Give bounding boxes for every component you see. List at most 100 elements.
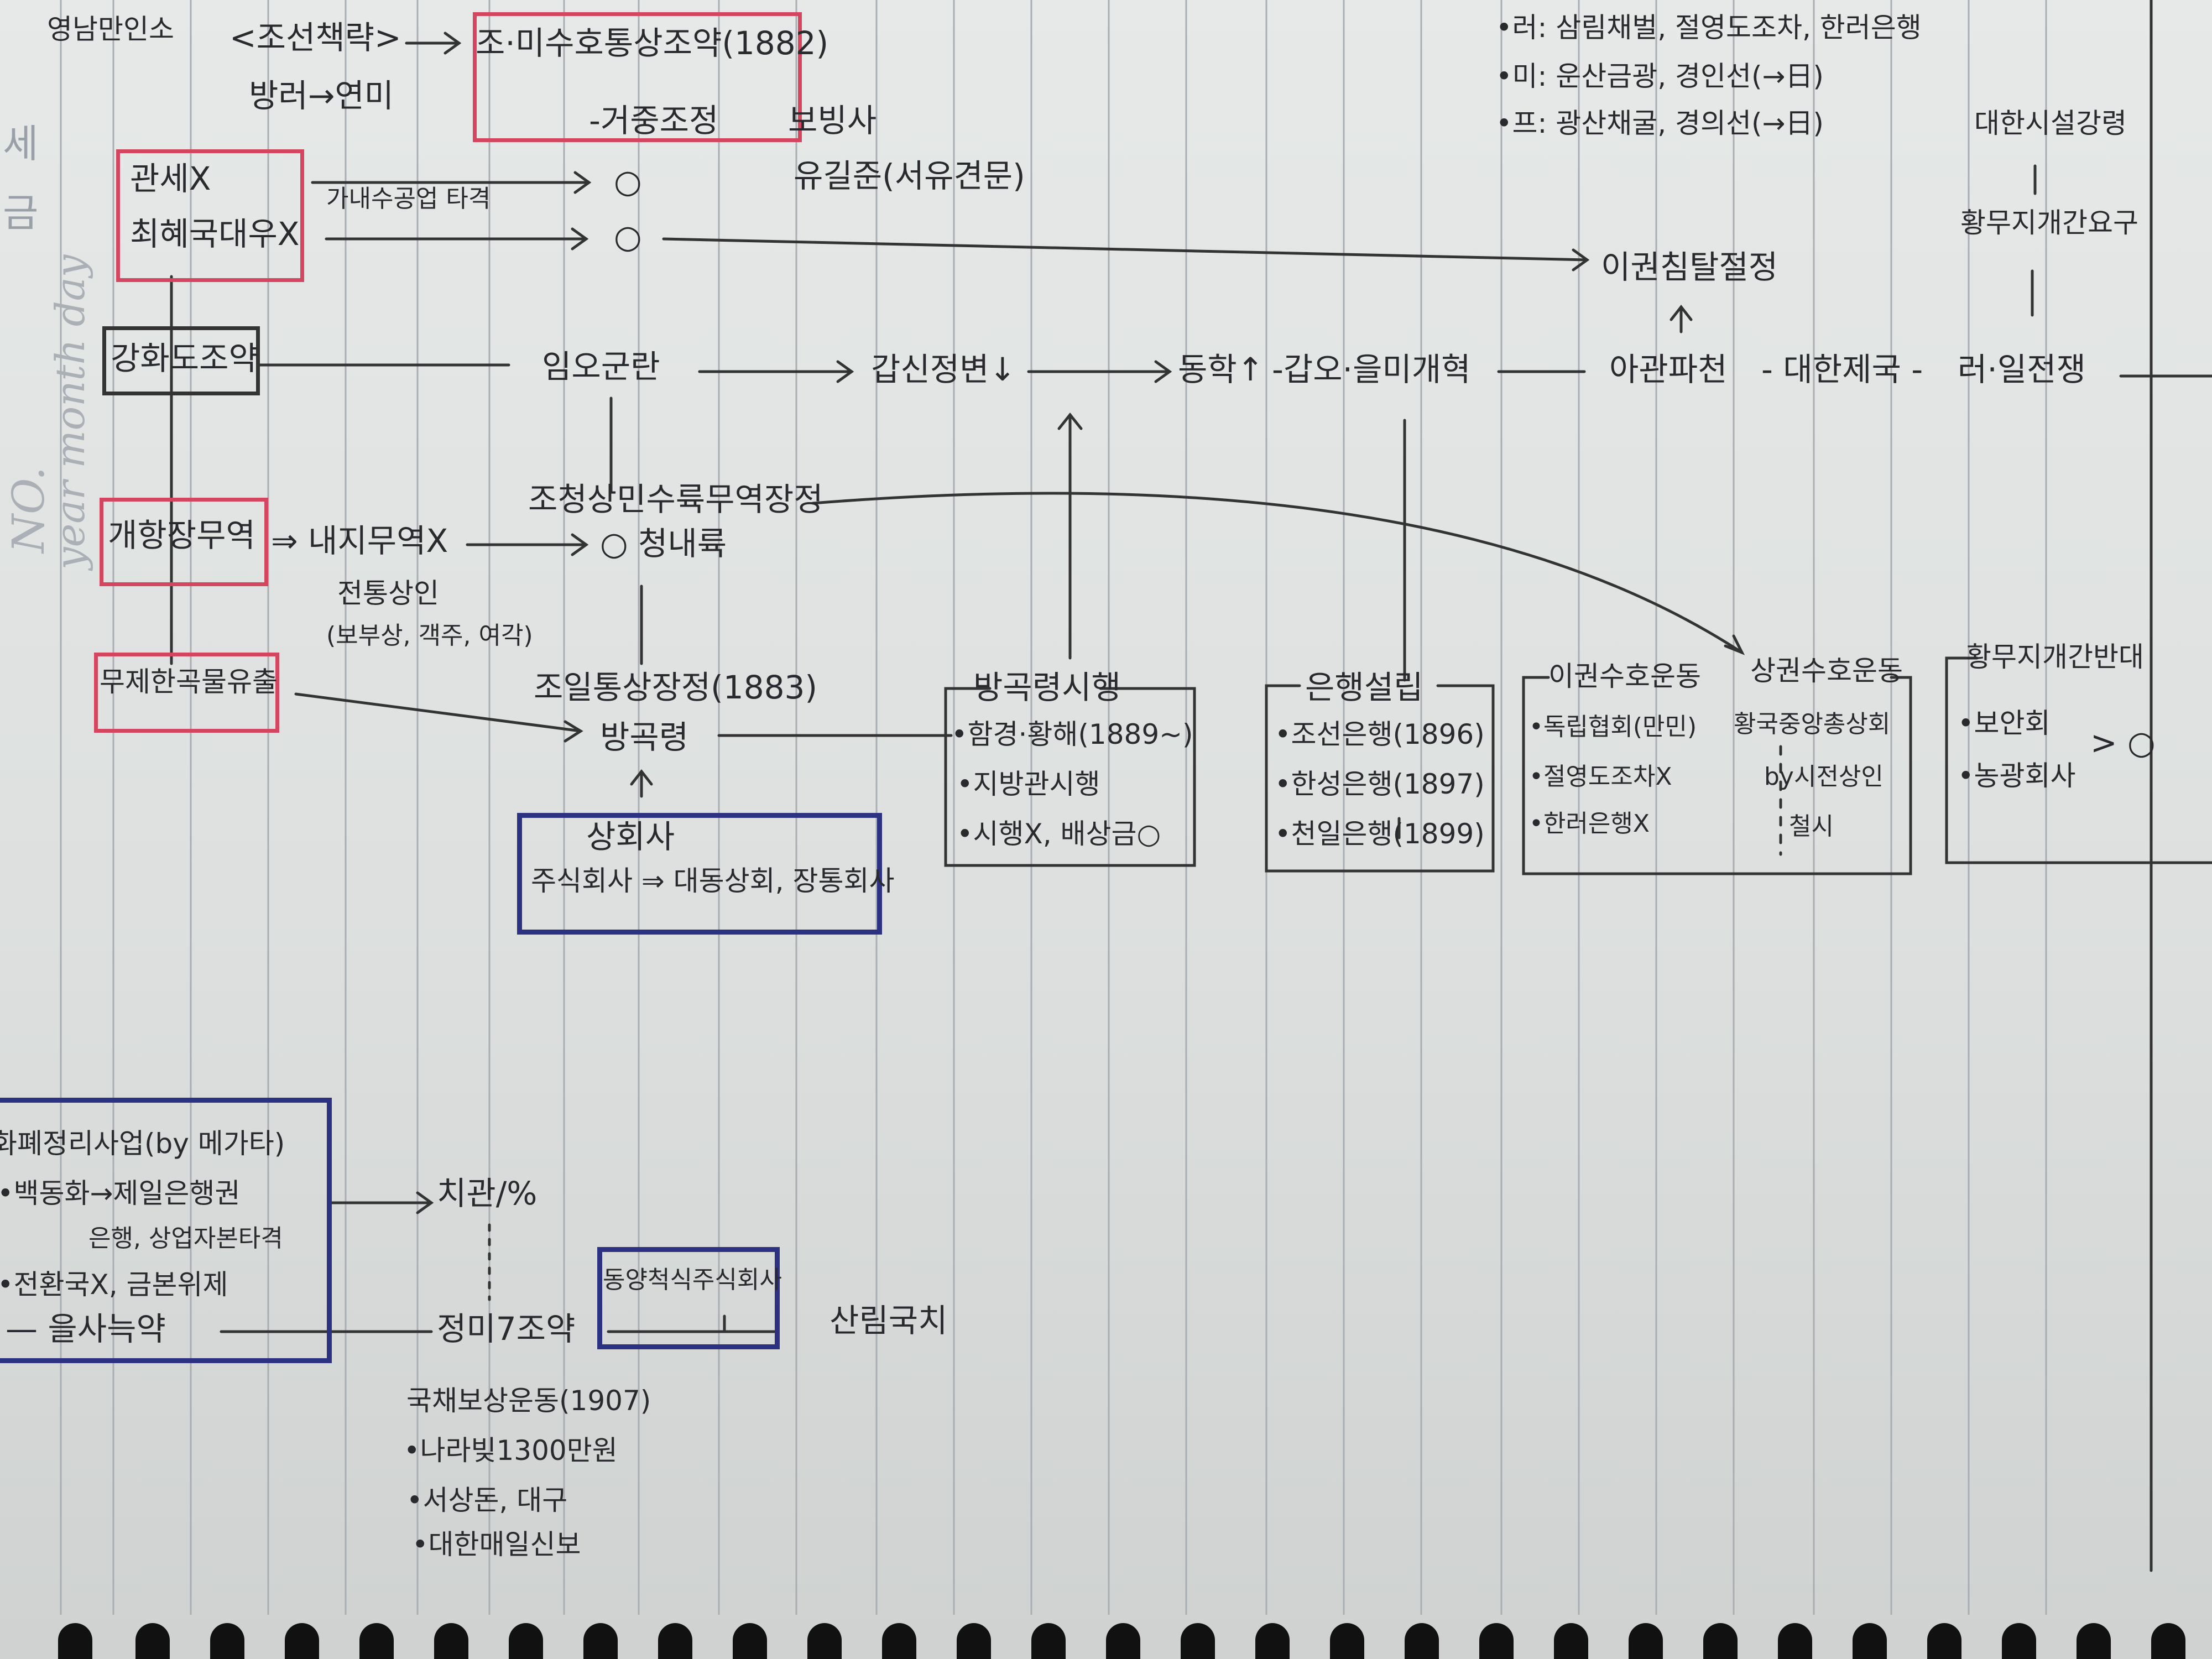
binding-hole [1479, 1623, 1514, 1659]
note-cottage-industry: 가내수공업 타격 [326, 185, 491, 213]
note-embargo-enforced: 방곡령시행 [973, 669, 1121, 706]
note-mfn-x: 최혜국대우X [130, 215, 300, 253]
binding-hole [285, 1623, 319, 1659]
note-independence-club: •독립협회(만민) [1529, 713, 1697, 741]
note-circle-right: > ○ [2090, 724, 2156, 761]
note-capital-damage: 은행, 상업자본타격 [88, 1224, 283, 1253]
note-grain-embargo: 방곡령 [600, 718, 689, 756]
note-jeolyeongdo-x: •절영도조차X [1529, 763, 1672, 791]
note-korean-empire: - 대한제국 - [1761, 351, 1923, 388]
note-oriental-development: 동양척식주식회사 [603, 1266, 782, 1294]
note-gapsin-coup: 갑신정변↓ [871, 351, 1016, 388]
note-france-concessions: •프: 광산채굴, 경의선(→日) [1496, 107, 1824, 139]
note-imperial-central-commerce: 황국중앙총상회 [1734, 710, 1891, 738]
note-currency-reform: 화폐정리사업(by 메가타) [0, 1128, 285, 1160]
blue-box-oriental-development [597, 1247, 780, 1349]
note-joseon-japan-regulations: 조일통상장정(1883) [534, 669, 818, 706]
note-boanhoe: •보안회 [1958, 707, 2051, 739]
note-port-trade: 개항장무역 [108, 517, 255, 554]
note-yu-giljun: 유길준(서유견문) [794, 157, 1025, 195]
note-cheonil-bank: •천일은행(1899) [1275, 818, 1485, 850]
note-circle-1: ○ [614, 163, 642, 200]
note-joseon-us-treaty: 조·미수호통상조약(1882) [476, 24, 829, 62]
red-box-joseon-us-treaty [473, 12, 802, 142]
blue-box-currency-reform [0, 1098, 332, 1363]
note-seo-sangdon: •서상돈, 대구 [406, 1484, 568, 1516]
note-russo-korean-bank-x: •한러은행X [1529, 810, 1650, 838]
binding-hole [2002, 1623, 2036, 1659]
binding-hole [882, 1623, 916, 1659]
note-commercial-rights: 상권수호운동 [1750, 655, 1903, 687]
binding-hole [1106, 1623, 1140, 1659]
red-box-grain-outflow [94, 653, 279, 733]
binding-hole [1554, 1623, 1588, 1659]
note-gabo-eulmi-reform: -갑오·을미개혁 [1272, 351, 1471, 388]
binding-hole [807, 1623, 842, 1659]
note-wasteland-demand: 황무지개간요구 [1960, 207, 2138, 239]
note-hanseong-bank: •한성은행(1897) [1275, 768, 1485, 800]
note-tariff-x: 관세X [130, 160, 211, 197]
note-qing-inland: ○ 청내륙 [600, 525, 727, 562]
note-baekdong-coins: •백동화→제일은행권 [0, 1177, 241, 1209]
blue-box-trading-company [517, 813, 882, 935]
binding-hole [957, 1623, 991, 1659]
note-circle-2: ○ [614, 218, 642, 255]
note-joseon-strategy: <조선책략> [229, 19, 401, 56]
note-joseon-qing-regulations: 조청상민수륙무역장정 [528, 481, 823, 518]
binding-hole [2077, 1623, 2111, 1659]
note-local-officials: •지방관시행 [957, 768, 1100, 800]
margin-fragment-1: 세 [3, 121, 39, 166]
date-label: year month day [47, 254, 93, 570]
note-ganghwa-treaty: 강화도조약 [111, 340, 258, 377]
binding-hole [1405, 1623, 1439, 1659]
margin-fragment-2: 금 [3, 190, 39, 236]
binding-hole [1778, 1623, 1812, 1659]
box-ganghwa-treaty [102, 326, 260, 395]
binding-hole [1927, 1623, 1961, 1659]
binding-hole [658, 1623, 692, 1659]
binding-hole [1255, 1623, 1290, 1659]
note-us-concessions: •미: 운산금광, 경인선(→日) [1496, 60, 1824, 92]
note-grain-outflow: 무제한곡물유출 [100, 666, 278, 698]
note-joseon-bank: •조선은행(1896) [1275, 718, 1485, 750]
note-russia-concessions: •러: 삼림채벌, 절영도조차, 한러은행 [1496, 12, 1922, 44]
binding-hole [1330, 1623, 1364, 1659]
note-national-debt: •나라빚1300만원 [404, 1434, 618, 1467]
note-bank-establishment: 은행설립 [1305, 669, 1423, 706]
binding-hole [1629, 1623, 1663, 1659]
note-joint-stock: 주식회사 ⇒ 대동상회, 장통회사 [531, 865, 895, 897]
binding-hole [135, 1623, 170, 1659]
binding-hole [1703, 1623, 1738, 1659]
note-mediation: -거중조정 [589, 102, 719, 139]
note-anti-russia: 방러→연미 [249, 77, 394, 114]
note-korea-policy-outline: 대한시설강령 [1974, 107, 2127, 139]
binding-hole [58, 1623, 92, 1659]
note-concession-protection: 이권수호운동 [1548, 660, 1701, 692]
binding-hole [509, 1623, 543, 1659]
note-eulsa-treaty: — 을사늑약 [6, 1310, 166, 1348]
red-box-port-trade [100, 498, 268, 586]
note-nonggwang-company: •농광회사 [1958, 760, 2076, 792]
note-imo-incident: 임오군란 [542, 348, 660, 385]
note-concession-peak: 이권침탈절정 [1601, 248, 1778, 286]
binding-hole [434, 1623, 468, 1659]
binding-hole [210, 1623, 244, 1659]
note-compensation: •시행X, 배상금○ [957, 818, 1161, 850]
note-mint-abolished: •전환국X, 금본위제 [0, 1269, 228, 1301]
binding-hole [733, 1623, 767, 1659]
note-donghak: 동학↑ [1178, 351, 1264, 388]
note-russo-japanese-war: 러·일전쟁 [1958, 351, 2086, 388]
note-inland-trade-x: ⇒ 내지무역X [271, 522, 448, 560]
binding-hole [1853, 1623, 1887, 1659]
red-box-tariff [116, 149, 304, 282]
note-extraterritoriality: 치관/% [437, 1175, 538, 1212]
note-agwan-pacheon: 아관파천 [1609, 351, 1728, 388]
note-merchant-types: (보부상, 객주, 여각) [326, 622, 533, 650]
binding-hole [583, 1623, 618, 1659]
note-bobingsa: 보빙사 [788, 102, 877, 139]
binding-hole [2151, 1623, 2185, 1659]
note-jeongmi-treaty: 정미7조약 [437, 1310, 576, 1348]
note-annexation: 산림국치 [830, 1302, 948, 1339]
